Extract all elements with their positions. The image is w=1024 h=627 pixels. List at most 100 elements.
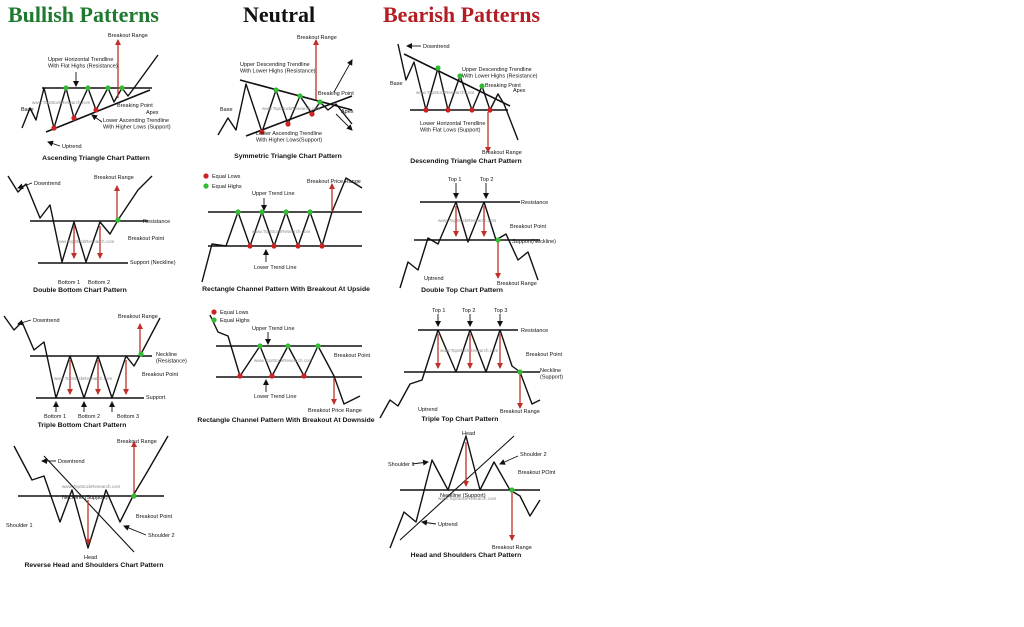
- legend-high-dot: [211, 317, 217, 323]
- shoulder1-label: Shoulder 1: [6, 523, 33, 529]
- breakout-point-label: Breakout Point: [136, 514, 173, 520]
- downtrend-pointer: [17, 182, 33, 190]
- legend-equal-highs: Equal Highs: [212, 184, 242, 190]
- breakout-dot: [517, 369, 523, 375]
- neckline-label: Neckline(Support): [540, 368, 563, 380]
- equal-high-dot: [257, 343, 263, 349]
- bottom1-label: Bottom 1: [44, 414, 66, 420]
- breakout-range-label: Breakout Range: [492, 545, 532, 551]
- panel-title: Rectangle Channel Pattern With Breakout …: [197, 417, 374, 424]
- upper-trendline-label: Upper Trend Line: [252, 191, 295, 197]
- top2-label: Top 2: [480, 177, 493, 183]
- downtrend-line: [43, 455, 135, 553]
- breakout-range-label: Breakout Price Range: [308, 408, 362, 414]
- panel-title: Reverse Head and Shoulders Chart Pattern: [24, 562, 163, 569]
- breakout-point-label: Breakout Point: [128, 236, 165, 242]
- high-dot: [273, 87, 279, 93]
- high-dot: [435, 65, 441, 71]
- upper-trendline: [403, 53, 511, 107]
- equal-low-dot: [71, 115, 77, 121]
- panel-ascending-triangle: www.TopStockResearch.com Breakout RangeUp…: [21, 33, 171, 162]
- downtrend-label: Downtrend: [58, 459, 85, 465]
- low-dot: [423, 107, 429, 113]
- breakout-point-label: Breakout POint: [518, 470, 556, 476]
- breakout-range-label: Breakout Range: [94, 175, 134, 181]
- uptrend-label: Uptrend: [62, 144, 82, 150]
- neckline-label: Neckline(Resistance): [156, 352, 187, 364]
- equal-high-dot: [285, 343, 291, 349]
- breakout-down-arrow: [335, 113, 353, 131]
- lower-trendline-label: Lower Trend Line: [254, 265, 297, 271]
- equal-low-dot: [93, 107, 99, 113]
- neckline-label: Neckline (Support): [440, 493, 486, 499]
- price-line: [209, 314, 361, 405]
- base-label: Base: [21, 107, 34, 113]
- uptrend-pointer: [47, 140, 61, 147]
- watermark-text: www.TopStockResearch.com: [252, 229, 311, 234]
- breakout-range-label: Breakout Range: [497, 281, 537, 287]
- breakout-point-label: Breakout Point: [526, 352, 563, 358]
- price-line: [379, 329, 541, 419]
- header-bearish: Bearish Patterns: [383, 2, 541, 27]
- bottom2-label: Bottom 2: [78, 414, 100, 420]
- breakout-dot: [138, 351, 144, 357]
- header-bullish: Bullish Patterns: [8, 2, 159, 27]
- shoulder1-pointer: [411, 459, 429, 466]
- panel-title: Symmetric Triangle Chart Pattern: [234, 153, 342, 160]
- top3-label: Top 3: [494, 308, 507, 314]
- downtrend-pointer: [17, 319, 32, 326]
- resistance-label: Resistance: [143, 219, 170, 225]
- breakout-range-label: Breakout Range: [108, 33, 148, 39]
- panel-symmetric-triangle: www.TopStockResearch.com Breakout RangeUp…: [217, 35, 354, 160]
- bottom2-label: Bottom 2: [88, 280, 110, 286]
- neckline-label: Neckline (Support): [62, 495, 108, 501]
- watermark-text: www.TopStockResearch.com: [262, 106, 321, 111]
- shoulder2-pointer: [123, 525, 147, 536]
- lower-trendline: [245, 95, 353, 137]
- upper-trendline: [239, 79, 353, 111]
- legend-high-dot: [203, 183, 209, 189]
- bottom3-label: Bottom 3: [117, 414, 139, 420]
- head-label: Head: [462, 431, 475, 437]
- equal-high-dot: [235, 209, 241, 215]
- downtrend-label: Downtrend: [34, 181, 61, 187]
- uptrend-pointer: [421, 519, 437, 526]
- breakout-point-label: Breakout Point: [142, 372, 179, 378]
- shoulder2-pointer: [499, 455, 519, 465]
- equal-low-dot: [51, 125, 57, 131]
- shoulder1-label: Shoulder 1: [388, 462, 415, 468]
- panel-title: Triple Bottom Chart Pattern: [38, 422, 127, 429]
- high-dot: [297, 93, 303, 99]
- base-label: Base: [220, 107, 233, 113]
- breakout-range-label: Breakout Price Range: [307, 179, 361, 185]
- panel-double-bottom: www.TopStockResearch.comDowntrendBreakou…: [7, 175, 176, 294]
- watermark-text: www.TopStockResearch.com: [54, 376, 113, 381]
- panel-title: Double Bottom Chart Pattern: [33, 287, 127, 294]
- high-dot: [479, 83, 485, 89]
- uptrend-label: Uptrend: [438, 522, 458, 528]
- equal-high-dot: [85, 85, 91, 91]
- breakout-dot: [115, 217, 121, 223]
- legend-low-dot: [203, 173, 209, 179]
- breakout-dot: [509, 487, 515, 493]
- equal-high-dot: [283, 209, 289, 215]
- breakout-range-label: Breakout Range: [297, 35, 337, 41]
- legend-equal-lows: Equal Lows: [212, 174, 241, 180]
- breakout-dot: [131, 493, 137, 499]
- low-dot: [487, 107, 493, 113]
- price-line: [399, 201, 539, 289]
- breaking-point-label: Breaking Point: [117, 103, 153, 109]
- watermark-text: www.TopStockResearch.com: [416, 90, 475, 95]
- watermark-text: www.TopStockResearch.com: [32, 100, 91, 105]
- top1-label: Top 1: [448, 177, 461, 183]
- equal-low-dot: [319, 243, 325, 249]
- low-dot: [259, 129, 265, 135]
- resistance-label: Resistance: [521, 200, 548, 206]
- high-dot: [317, 99, 323, 105]
